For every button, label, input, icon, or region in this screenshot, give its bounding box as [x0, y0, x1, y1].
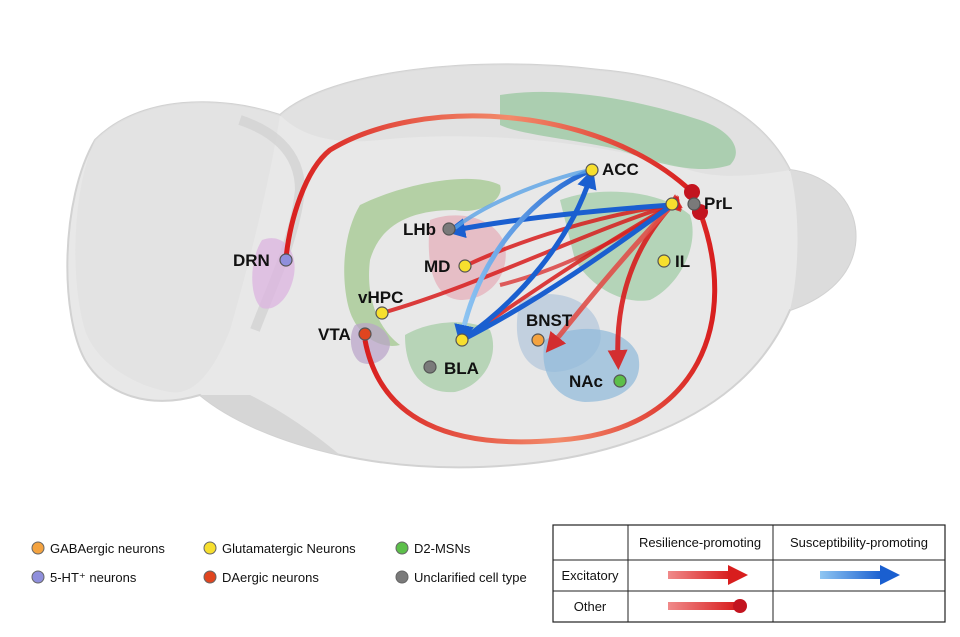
region-labels: ACC PrL LHb MD IL DRN vHPC VTA BNST BLA …	[233, 160, 732, 391]
bnst-label: BNST	[526, 311, 573, 330]
il-node	[657, 254, 671, 268]
prl-to-vhpc-projection	[381, 195, 682, 315]
dopamine-legend-label: DAergic neurons	[222, 570, 319, 585]
gaba-legend-label: GABAergic neurons	[50, 541, 165, 556]
cell-type-legend: GABAergic neurons Glutamatergic Neurons …	[31, 541, 527, 585]
il-label: IL	[675, 252, 690, 271]
resilience-excitatory-arrow-icon	[668, 565, 748, 585]
bla-to-acc-projection	[460, 168, 597, 343]
prl-to-bnst-projection	[545, 203, 674, 353]
unclarified-legend-label: Unclarified cell type	[414, 570, 527, 585]
prl-to-lhb-projection	[445, 202, 673, 239]
unclarified-legend-swatch	[395, 570, 409, 584]
prl-label: PrL	[704, 194, 732, 213]
prl-node-glutamatergic	[665, 197, 679, 211]
gaba-legend-swatch	[31, 541, 45, 555]
susceptibility-excitatory-arrow-icon	[820, 565, 900, 585]
resilience-column-header: Resilience-promoting	[639, 535, 761, 550]
bnst-node	[531, 333, 545, 347]
bla-node-unclarified	[423, 360, 437, 374]
glut-legend-swatch	[203, 541, 217, 555]
lhb-node	[442, 222, 456, 236]
nac-node	[613, 374, 627, 388]
glut-legend-label: Glutamatergic Neurons	[222, 541, 356, 556]
acc-volume	[500, 91, 736, 170]
projections	[283, 113, 718, 445]
vta-node	[358, 327, 372, 341]
vhpc-node	[375, 306, 389, 320]
serotonin-legend-label: 5-HT⁺ neurons	[50, 570, 137, 585]
acc-node	[585, 163, 599, 177]
bla-label: BLA	[444, 359, 479, 378]
other-row-label: Other	[574, 599, 607, 614]
acc-label: ACC	[602, 160, 639, 179]
md-label: MD	[424, 257, 450, 276]
bla-node-glutamatergic	[455, 333, 469, 347]
lhb-label: LHb	[403, 220, 436, 239]
vhpc-label: vHPC	[358, 288, 403, 307]
nac-label: NAc	[569, 372, 603, 391]
d2-legend-label: D2-MSNs	[414, 541, 471, 556]
prl-to-vta-projection	[362, 203, 718, 445]
md-node	[458, 259, 472, 273]
serotonin-legend-swatch	[31, 570, 45, 584]
hippocampus-volume	[344, 178, 501, 346]
acc-to-bla-projection	[454, 167, 593, 345]
dopamine-legend-swatch	[203, 570, 217, 584]
resilience-other-ball-arrow-icon	[668, 599, 747, 613]
bla-to-prl-projection	[460, 202, 674, 343]
excitatory-row-label: Excitatory	[561, 568, 619, 583]
drn-node	[279, 253, 293, 267]
acc-to-lhb-projection	[453, 168, 593, 230]
projection-type-table: Resilience-promoting Susceptibility-prom…	[552, 524, 946, 623]
d2-legend-swatch	[395, 541, 409, 555]
vta-label: VTA	[318, 325, 351, 344]
prl-node-unclarified	[687, 197, 701, 211]
prl-to-drn-projection	[283, 113, 701, 259]
drn-label: DRN	[233, 251, 270, 270]
susceptibility-column-header: Susceptibility-promoting	[790, 535, 928, 550]
nodes	[279, 163, 701, 388]
